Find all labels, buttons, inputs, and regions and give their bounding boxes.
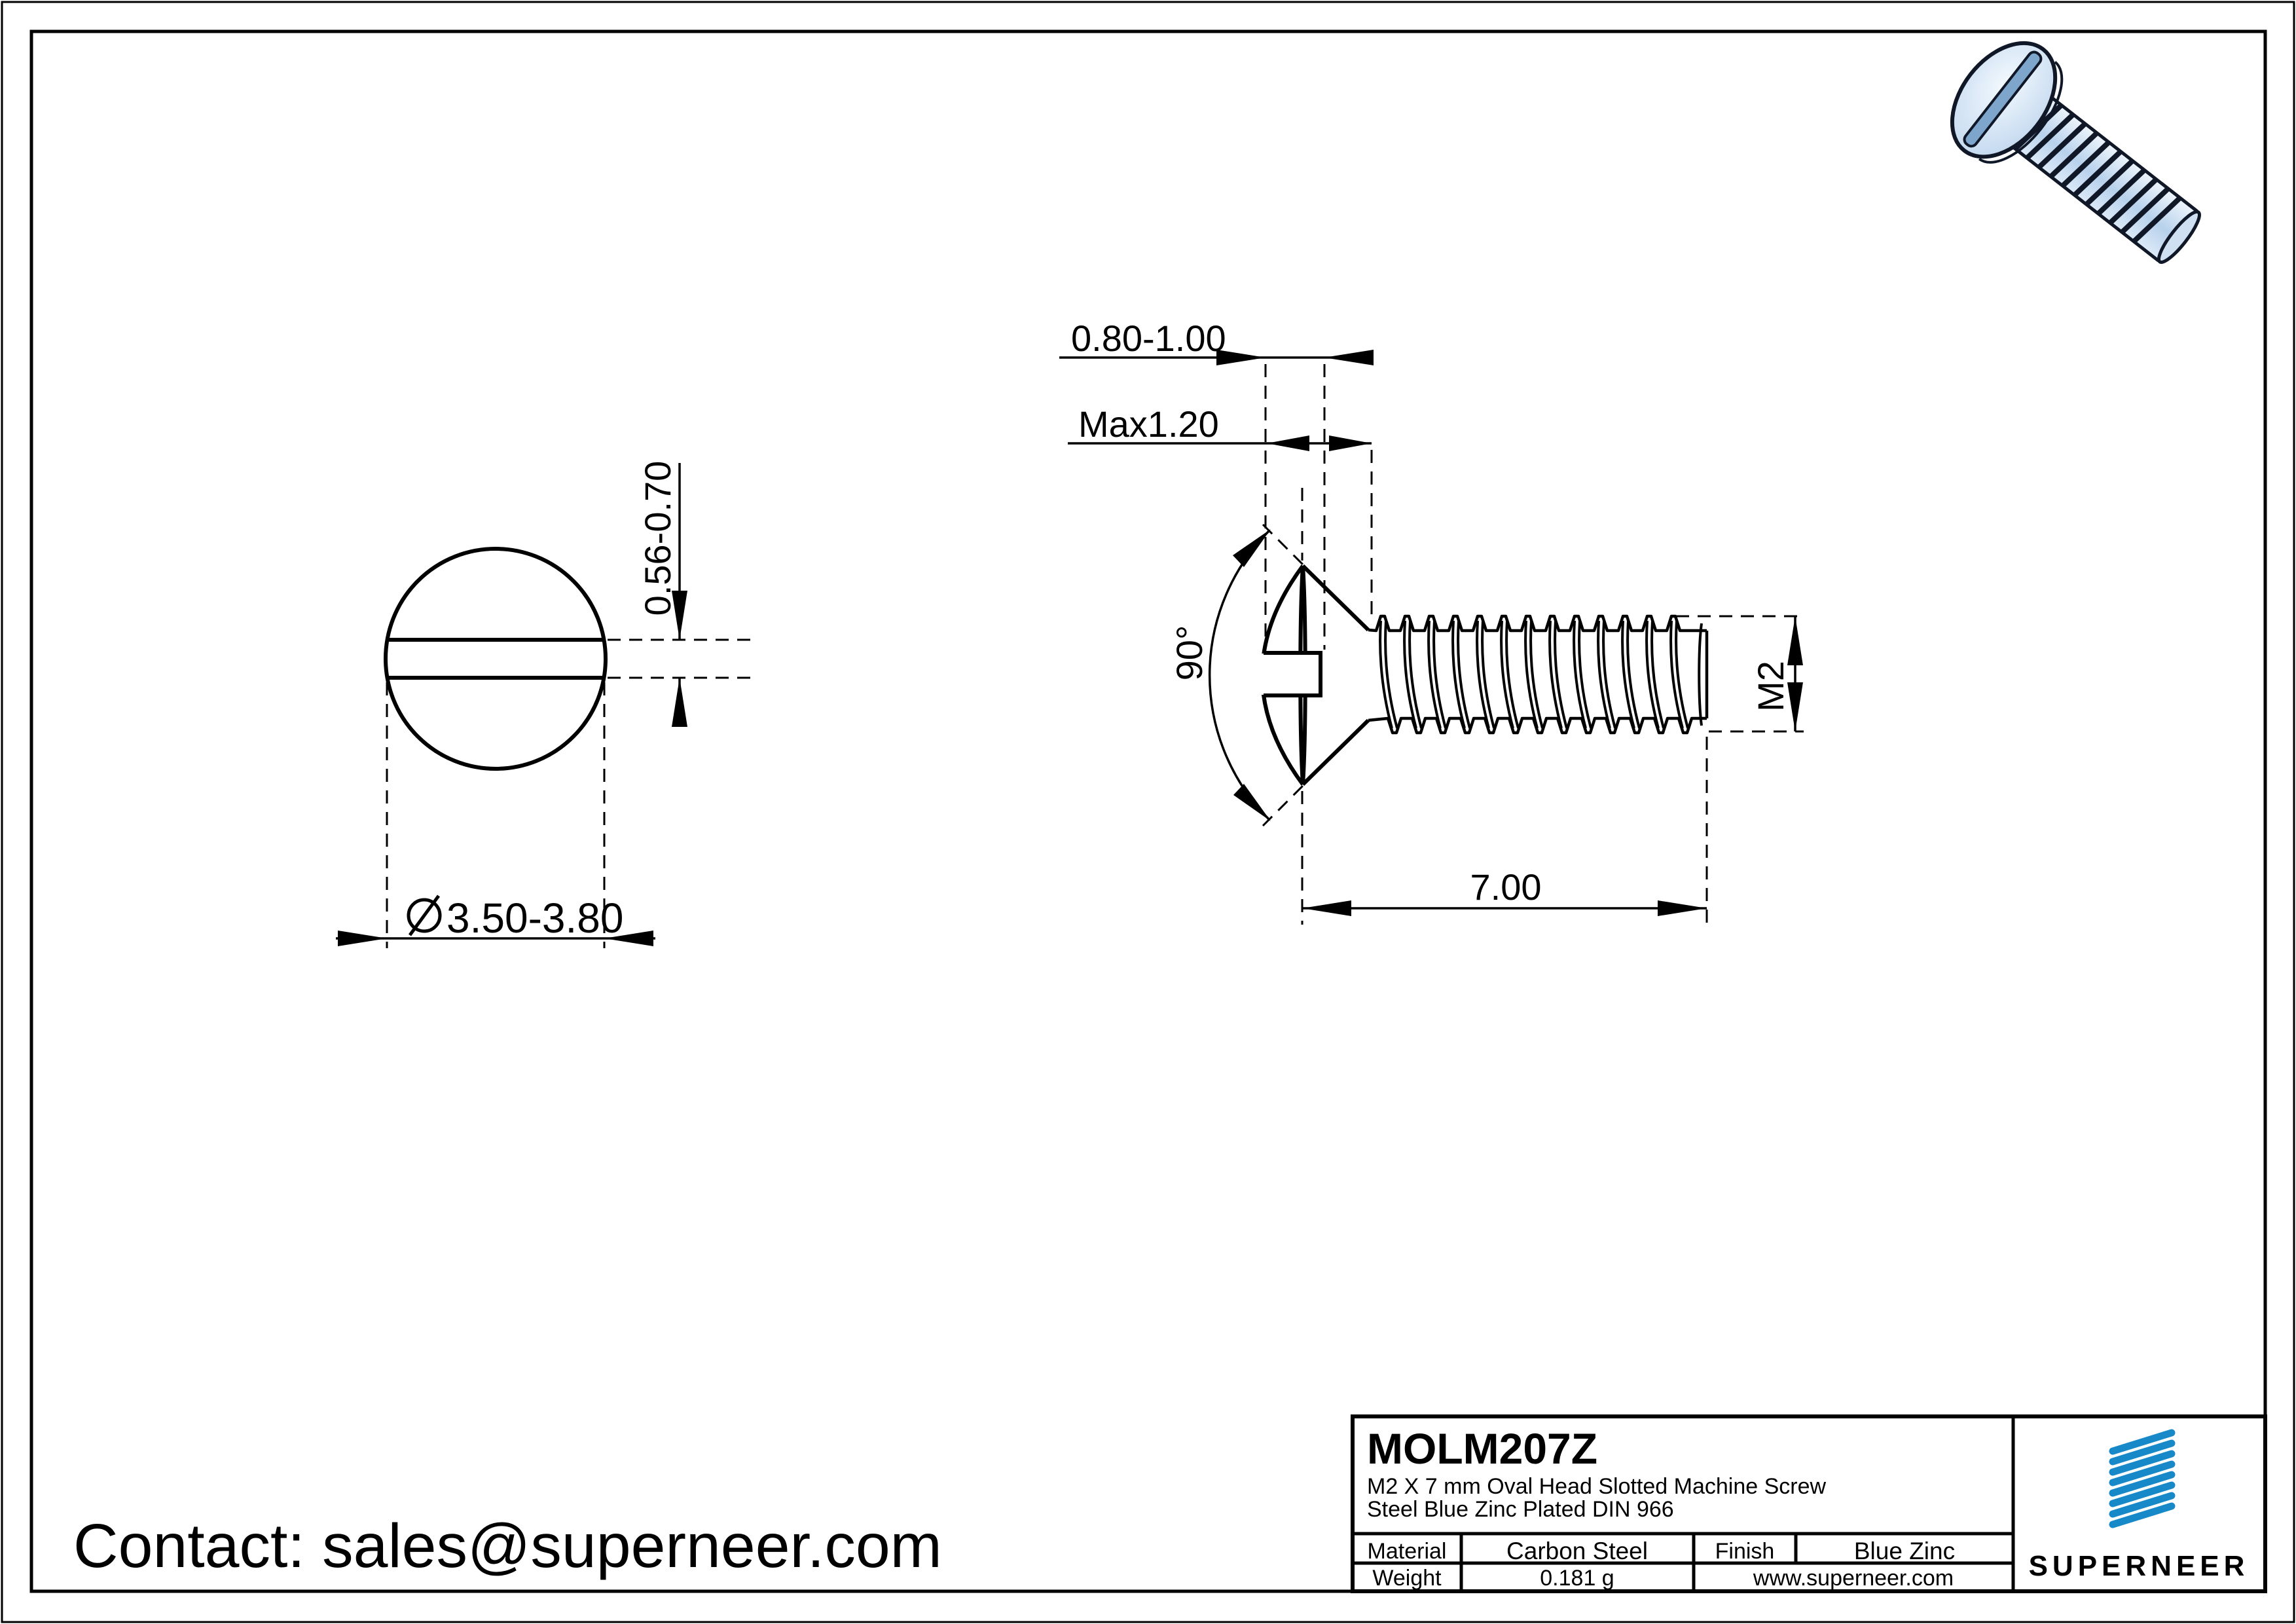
head-outline-circle	[384, 547, 608, 771]
description-line2: Steel Blue Zinc Plated DIN 966	[1367, 1497, 1674, 1522]
dim-head-angle: 90°	[1169, 523, 1304, 827]
brand-name: SUPERNEER	[2029, 1550, 2250, 1582]
diameter-symbol	[407, 895, 442, 936]
dim-head-height-label: Max1.20	[1078, 403, 1219, 445]
finish-label: Finish	[1715, 1539, 1775, 1564]
thread-profile	[1368, 614, 1709, 735]
front-view: 0.56-0.70 3.50-3.80	[336, 461, 756, 948]
dim-thread-label: M2	[1750, 661, 1791, 712]
cone-top	[1301, 564, 1370, 632]
website-link: www.superneer.com	[1753, 1566, 1954, 1591]
weight-label: Weight	[1372, 1566, 1442, 1591]
material-value: Carbon Steel	[1506, 1538, 1648, 1564]
drawing-frame	[29, 29, 2267, 1593]
dim-head-diameter-label: 3.50-3.80	[446, 895, 623, 942]
material-label: Material	[1368, 1539, 1447, 1564]
dim-head-height: Max1.20	[1068, 403, 1373, 622]
slot-notch	[1264, 651, 1322, 697]
dim-length: 7.00	[1301, 737, 1708, 925]
dim-slot-width: 0.56-0.70	[608, 461, 756, 727]
contact-line: Contact: sales@superneer.com	[73, 1511, 942, 1581]
description-line1: M2 X 7 mm Oval Head Slotted Machine Scre…	[1367, 1474, 1826, 1499]
cone-bottom	[1301, 718, 1370, 786]
part-number: MOLM207Z	[1367, 1424, 1597, 1473]
superneer-logo-icon	[2109, 1429, 2176, 1528]
weight-value: 0.181 g	[1540, 1566, 1614, 1591]
dim-head-diameter: 3.50-3.80	[336, 682, 655, 948]
dim-thread: M2	[1676, 615, 1804, 733]
dim-head-angle-label: 90°	[1169, 625, 1210, 681]
screw-3d-slot	[1963, 50, 2043, 148]
finish-value: Blue Zinc	[1854, 1538, 1955, 1564]
title-block: MOLM207Z M2 X 7 mm Oval Head Slotted Mac…	[1351, 1414, 2267, 1593]
dim-slot-depth-label: 0.80-1.00	[1071, 318, 1226, 359]
side-view: 0.80-1.00 Max1.20 90°	[1059, 318, 1804, 925]
dim-slot-depth: 0.80-1.00	[1059, 318, 1374, 650]
dim-slot-width-label: 0.56-0.70	[637, 461, 678, 616]
dim-length-label: 7.00	[1470, 866, 1542, 908]
screw-3d-image	[1950, 41, 2201, 264]
